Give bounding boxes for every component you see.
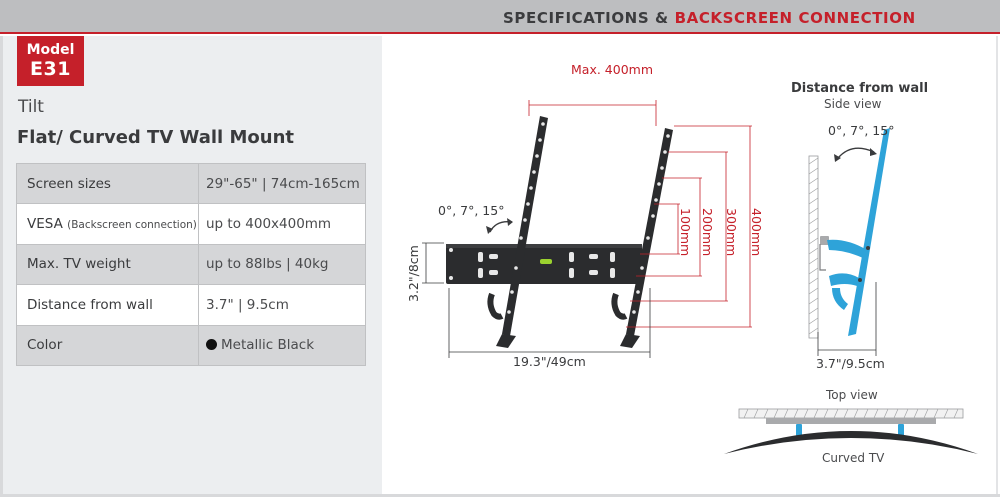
red-dimension-lines [528,100,752,328]
color-value: Metallic Black [221,337,315,354]
side-tilt-label: 0°, 7°, 15° [828,123,895,138]
overall-width-label: 19.3"/49cm [513,354,586,369]
top-view-diagram-icon [724,408,978,454]
spec-label: Color [16,324,199,366]
spec-row-max-weight: Max. TV weight up to 88lbs | 40kg [16,243,366,286]
vesa-200-label: 200mm [700,208,715,257]
spec-value: up to 400x400mm [198,203,366,245]
model-label: Model [26,42,75,58]
max-width-label: Max. 400mm [571,62,654,77]
spec-value: Metallic Black [198,324,366,366]
model-badge: Model E31 [17,36,84,86]
top-view-heading: Top view [826,388,878,402]
spec-row-distance: Distance from wall 3.7" | 9.5cm [16,284,366,326]
spec-table: Screen sizes 29"-65" | 74cm-165cm VESA (… [16,162,366,366]
vesa-400-label: 400mm [749,208,764,257]
right-border [996,36,998,497]
side-view-dimension-lines [817,282,877,356]
spec-label: Max. TV weight [16,243,199,286]
model-code: E31 [30,58,71,80]
side-view-subheading: Side view [824,97,882,111]
section-title-part1: SPECIFICATIONS & [503,9,669,27]
spec-label: Screen sizes [16,162,199,205]
spec-value: up to 88lbs | 40kg [198,243,366,286]
dark-dimension-lines [422,242,651,358]
mount-diagram [422,100,978,454]
vesa-100-label: 100mm [678,208,693,257]
product-name: Flat/ Curved TV Wall Mount [17,127,295,148]
product-type: Tilt [18,97,44,117]
header-bar: SPECIFICATIONS & BACKSCREEN CONNECTION [0,0,1000,34]
bottom-border [0,494,1000,497]
plate-height-label: 3.2"/8cm [406,245,421,302]
side-view-heading: Distance from wall [791,81,929,96]
side-view-diagram-icon [808,128,890,339]
spec-label-text: VESA [27,216,63,233]
spec-row-screen-sizes: Screen sizes 29"-65" | 74cm-165cm [16,162,366,205]
section-title-part2: BACKSCREEN CONNECTION [674,9,916,27]
spec-row-vesa: VESA (Backscreen connection) up to 400x4… [16,203,366,245]
section-title: SPECIFICATIONS & BACKSCREEN CONNECTION [503,9,916,27]
front-tilt-label: 0°, 7°, 15° [438,203,505,218]
diagram-area: Max. 400mm 0°, 7°, 15° 3.2"/8cm 19.3"/49… [382,36,996,494]
front-view-mount-icon [446,116,673,348]
spec-label: Distance from wall [16,284,199,326]
spec-value: 3.7" | 9.5cm [198,284,366,326]
distance-label: 3.7"/9.5cm [816,356,885,371]
curved-tv-label: Curved TV [822,451,885,465]
spec-label-note: (Backscreen connection) [67,219,197,232]
color-swatch-icon [206,339,217,351]
spec-label: VESA (Backscreen connection) [16,203,199,245]
spec-row-color: Color Metallic Black [16,324,366,366]
spec-value: 29"-65" | 74cm-165cm [198,162,366,205]
vesa-300-label: 300mm [724,208,739,257]
